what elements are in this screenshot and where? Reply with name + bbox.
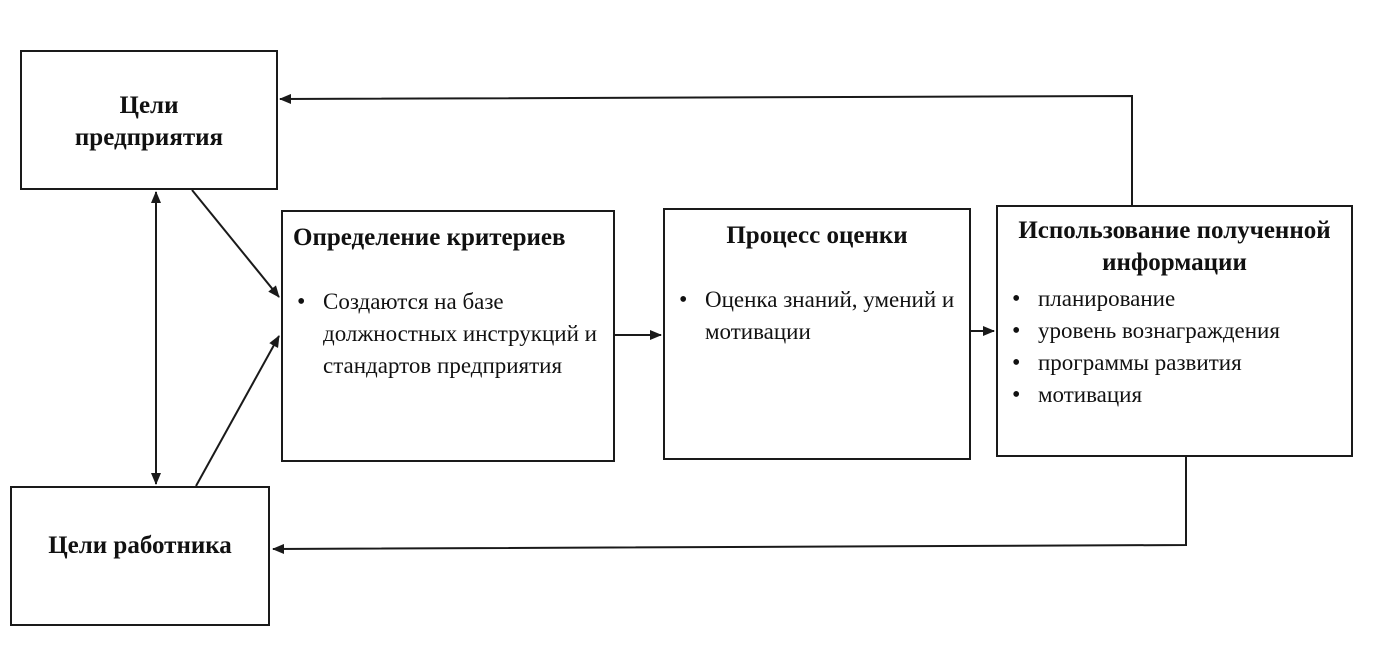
edge-usage-to-employee bbox=[272, 457, 1187, 554]
usage-item-planning: планирование bbox=[1008, 283, 1347, 315]
employee-goals-box: Цели работника bbox=[10, 486, 270, 626]
criteria-title: Определение критериев bbox=[293, 224, 566, 251]
process-item: Оценка знаний, умений и мотивации bbox=[675, 284, 963, 348]
usage-item-motivation: мотивация bbox=[1008, 379, 1347, 411]
edge-enterprise-to-criteria bbox=[191, 189, 280, 298]
enterprise-goals-box: Цели предприятия bbox=[20, 50, 278, 190]
usage-item-development: программы развития bbox=[1008, 347, 1347, 379]
criteria-item: Создаются на базе должностных инструкций… bbox=[293, 286, 605, 382]
process-box: Процесс оценки Оценка знаний, умений и м… bbox=[663, 208, 971, 460]
usage-list: планирование уровень вознаграждения прог… bbox=[1008, 283, 1347, 411]
edge-usage-to-enterprise bbox=[279, 93, 1133, 205]
process-title: Процесс оценки bbox=[726, 222, 908, 249]
usage-title: Использование полученной информации bbox=[1018, 217, 1331, 276]
usage-item-reward: уровень вознаграждения bbox=[1008, 315, 1347, 347]
process-list: Оценка знаний, умений и мотивации bbox=[675, 284, 963, 348]
usage-box: Использование полученной информации план… bbox=[996, 205, 1353, 457]
employee-goals-title: Цели работника bbox=[48, 532, 232, 559]
enterprise-goals-title: Цели предприятия bbox=[74, 92, 224, 151]
criteria-list: Создаются на базе должностных инструкций… bbox=[293, 286, 605, 382]
edge-employee-to-criteria bbox=[195, 335, 280, 487]
criteria-box: Определение критериев Создаются на базе … bbox=[281, 210, 615, 462]
